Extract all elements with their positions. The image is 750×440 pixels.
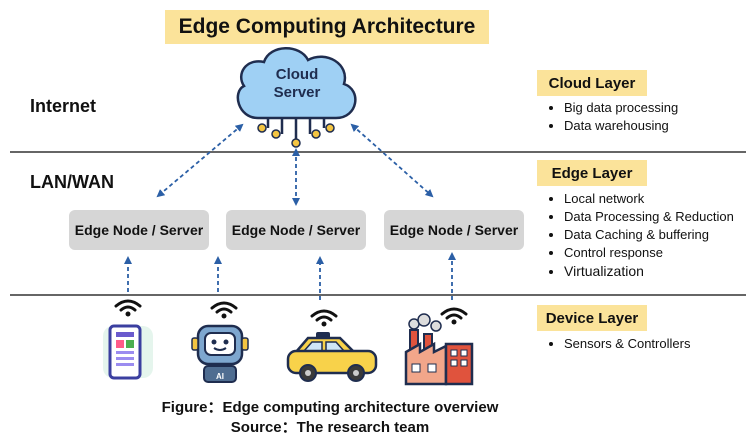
cloud-server-label: Cloud Server [262,66,332,102]
taxi-car-icon [286,332,378,382]
wifi-icon [210,301,238,319]
cloud-layer-list: Big data processing Data warehousing [546,99,678,135]
device-layer-list: Sensors & Controllers [546,335,690,353]
ai-robot-icon [191,324,249,383]
factory-icon [404,313,474,386]
divider-lan-device [10,294,746,296]
device-layer-tag: Device Layer [537,305,647,331]
figure-caption: Figure：Edge computing architecture overv… [161,399,499,416]
diagram-title: Edge Computing Architecture [165,10,489,44]
list-item: Virtualization [564,262,734,280]
tier-label-internet: Internet [30,96,97,116]
list-item: Data warehousing [564,117,678,135]
wifi-icon [114,299,142,317]
wifi-icon [440,307,468,325]
cloud-layer-tag: Cloud Layer [537,70,647,96]
edge-layer-tag: Edge Layer [537,160,647,186]
list-item: Local network [564,190,734,208]
robot-ai-label: AI [216,372,224,381]
list-item: Data Caching & buffering [564,226,734,244]
link-cloud-node-1 [156,123,244,198]
list-item: Big data processing [564,99,678,117]
cloud-label-line2: Server [273,84,321,101]
cloud-server-icon [236,47,357,148]
edge-layer-list: Local network Data Processing & Reductio… [546,190,734,280]
edge-node-2: Edge Node / Server [226,210,366,250]
wifi-icon [310,309,338,327]
tier-label-lanwan: LAN/WAN [30,172,114,192]
link-cloud-node-3 [350,123,434,198]
list-item: Control response [564,244,734,262]
edge-node-3: Edge Node / Server [384,210,524,250]
edge-node-1: Edge Node / Server [69,210,209,250]
list-item: Sensors & Controllers [564,335,690,353]
list-item: Data Processing & Reduction [564,208,734,226]
source-caption: Source：The research team [230,419,430,436]
cloud-label-line1: Cloud [275,66,319,83]
smartphone-icon [103,324,153,380]
